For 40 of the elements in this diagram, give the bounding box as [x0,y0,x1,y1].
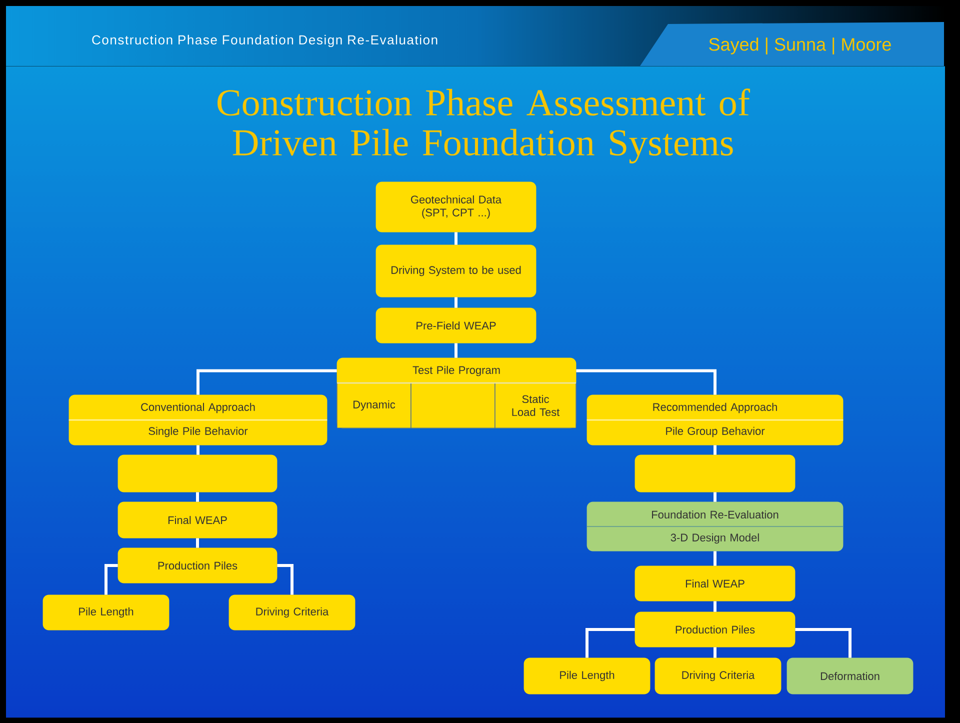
table-cell [410,382,496,428]
author-names: Sayed | Sunna | Moore [709,38,891,54]
process-box: Recommended Approach Pile Group Behavior [586,394,844,446]
process-box [118,454,278,492]
connector-line [196,445,200,455]
connector-line [714,601,717,612]
connector-line [714,445,717,455]
connector-line [454,343,458,358]
connector-line [795,628,852,658]
process-box: Production Piles [118,548,278,584]
header-text: Construction Phase Foundation Design Re-Evaluation [92,34,438,48]
process-box: Final WEAP [118,502,278,538]
process-box: Geotechnical Data (SPT, CPT ...) [376,182,536,232]
process-box: Pile Length [42,594,170,630]
connector-line [454,232,458,245]
process-box: Pile Length [524,658,650,694]
process-box: Driving System to be used [376,244,536,298]
table-cell: Dynamic [336,382,412,428]
process-box: Conventional Approach Single Pile Behavior [68,394,328,446]
connector-line [714,647,717,658]
process-box: Production Piles [634,612,796,648]
connector-line [454,297,458,308]
process-box: Final WEAP [634,566,796,602]
process-box: Driving Criteria [654,658,782,694]
process-box [634,454,796,492]
table-cell: Static Load Test [494,382,576,428]
connector-line [586,628,635,658]
connector-line [196,538,199,548]
connector-line [196,369,337,395]
connector-line [104,564,118,595]
process-box: Deformation [786,658,914,694]
connector-line [714,551,717,566]
process-box: Pre-Field WEAP [376,308,536,344]
connector-line [714,492,717,502]
connector-line [576,369,717,395]
process-box: Driving Criteria [228,594,356,630]
process-box: Foundation Re-Evaluation 3-D Design Model [586,502,844,552]
connector-line [277,564,294,595]
slide-title: Construction Phase Assessment of Driven Pile Foundation Systems [218,88,750,164]
connector-line [196,492,199,502]
